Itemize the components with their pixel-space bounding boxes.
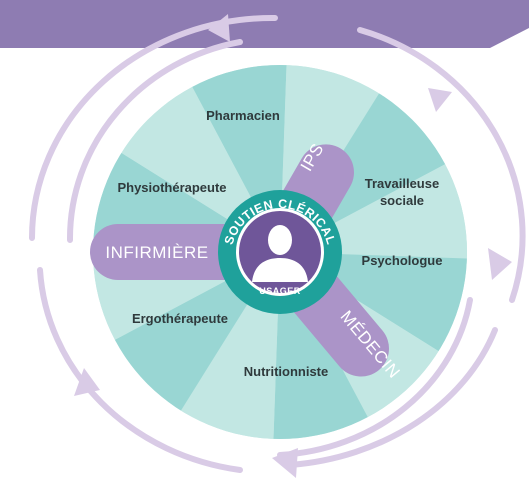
inner-arc-top [66,39,243,243]
band-label-infirmiere: INFIRMIÈRE [105,243,208,262]
outer-arc-bottom [287,327,498,468]
inner-arc-bottom [277,297,473,458]
segment-label-ergotherapeute: Ergothérapeute [132,311,228,326]
header-band [0,0,529,48]
segment-label-sociale: sociale [380,193,424,208]
arrowhead-left [74,368,100,396]
segment-label-psychologue: Psychologue [362,253,443,268]
segment-labels: Pharmacien Travailleuse sociale Psycholo… [117,108,442,379]
center-label: USAGER [259,286,301,296]
arrowhead-right-lower [488,248,512,280]
segment-label-physiotherapeute: Physiothérapeute [117,180,226,195]
arrow-heads [74,14,512,478]
arrowhead-top [208,14,230,42]
segment-label-nutritionniste: Nutritionniste [244,364,329,379]
arrowhead-bottom [272,448,298,478]
outer-arc-right [357,27,526,303]
segment-label-travailleuse: Travailleuse [365,176,439,191]
user-silhouette-icon [252,225,308,282]
arrowhead-right [428,88,452,112]
outer-arc-left [37,267,243,473]
segment-label-pharmacien: Pharmacien [206,108,280,123]
